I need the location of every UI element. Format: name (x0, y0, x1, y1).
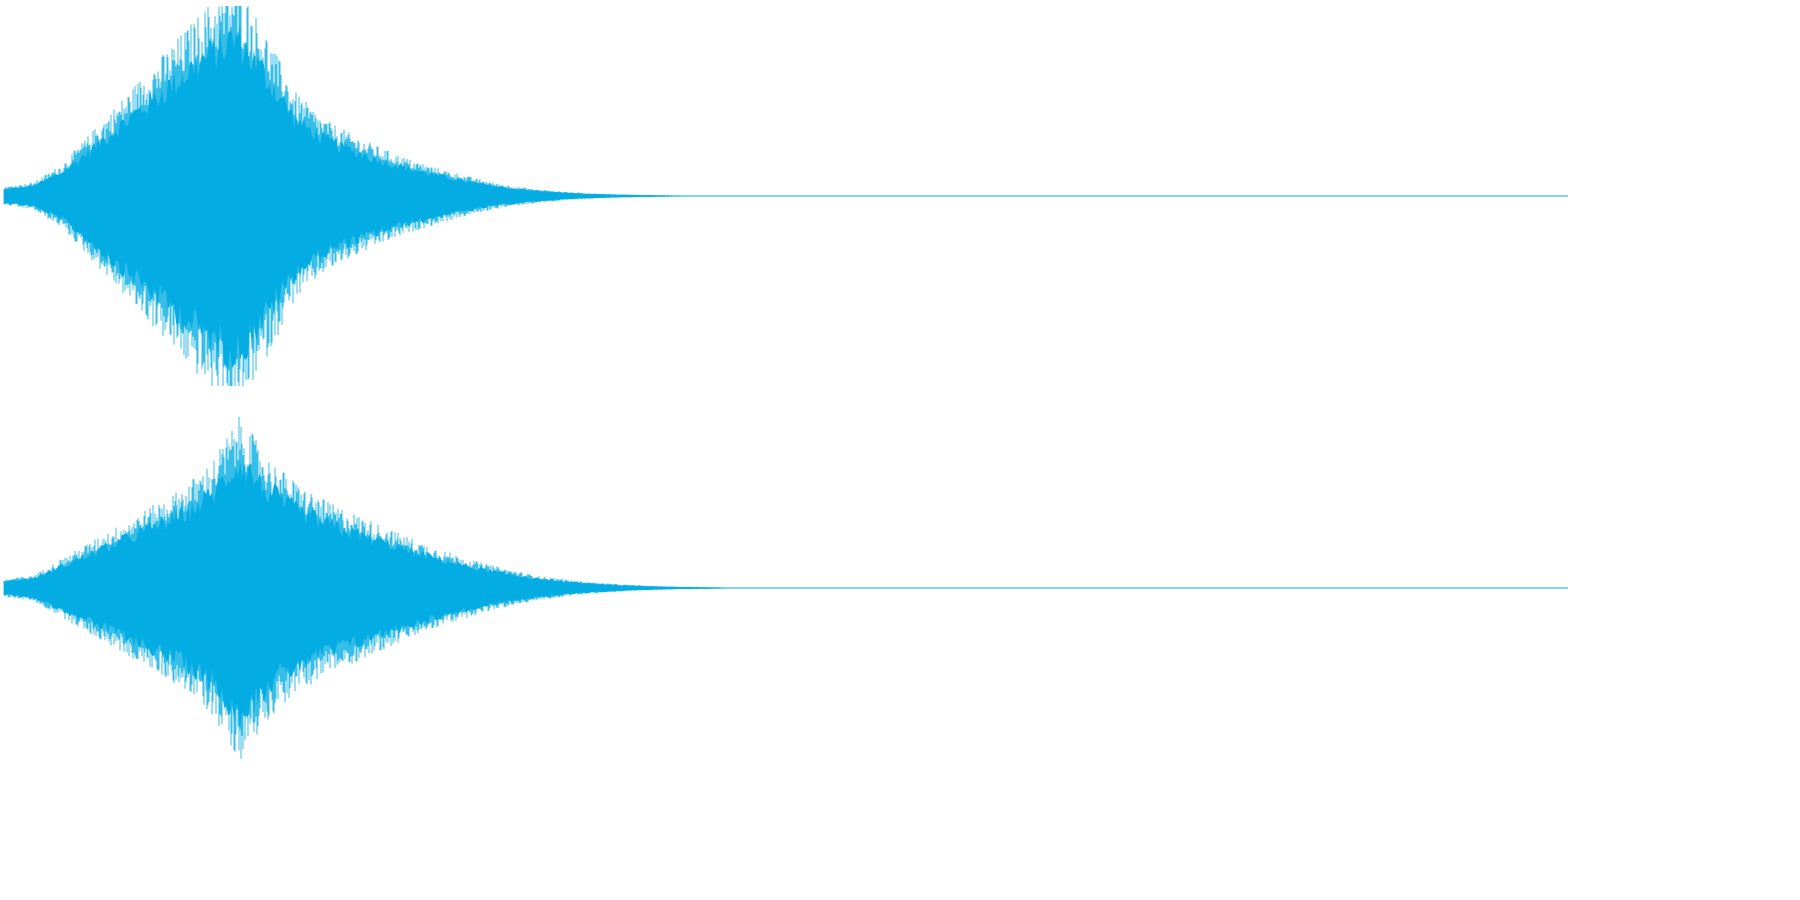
channel-2-spikes (3, 416, 742, 759)
channel-2-waveform (3, 416, 1568, 759)
waveform-view (3, 6, 1568, 759)
channel-1-waveform (3, 6, 1568, 386)
channel-1-spikes (3, 6, 702, 386)
